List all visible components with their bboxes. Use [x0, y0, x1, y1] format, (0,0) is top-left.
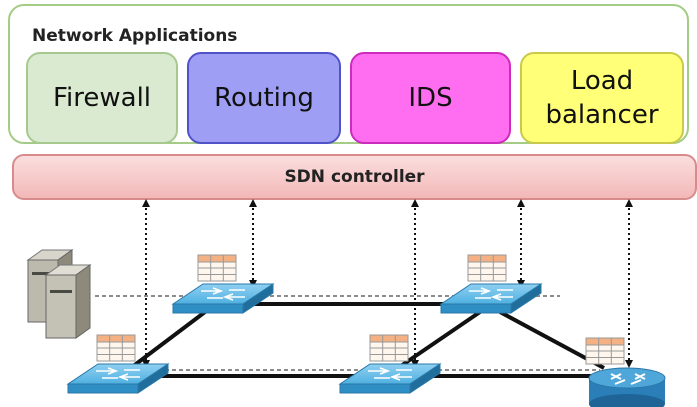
background-links: [95, 295, 600, 371]
ids-app: IDS: [350, 52, 511, 144]
ids-label: IDS: [408, 83, 453, 113]
router-icon: [588, 367, 666, 407]
load-balancer-label: Load balancer: [545, 66, 659, 130]
flow-table-icon: [467, 254, 507, 282]
switch-icon: [171, 283, 275, 314]
flow-table-icon: [197, 254, 237, 282]
routing-label: Routing: [214, 83, 314, 113]
switch-icon: [338, 363, 442, 394]
network-applications-title: Network Applications: [32, 26, 238, 46]
flow-table-icon: [96, 334, 136, 362]
firewall-app: Firewall: [26, 52, 178, 144]
switch-icon: [66, 363, 170, 394]
firewall-label: Firewall: [52, 83, 152, 113]
data-plane-links: [115, 302, 610, 378]
sdn-controller-bar: SDN controller: [12, 154, 697, 200]
control-links: [142, 199, 633, 368]
switch-icon: [439, 283, 543, 314]
sdn-controller-label: SDN controller: [284, 167, 425, 187]
server-icon: [26, 249, 92, 339]
flow-table-icon: [369, 334, 409, 362]
routing-app: Routing: [187, 52, 341, 144]
load-balancer-app: Load balancer: [520, 52, 684, 144]
flow-table-icon: [585, 337, 625, 365]
